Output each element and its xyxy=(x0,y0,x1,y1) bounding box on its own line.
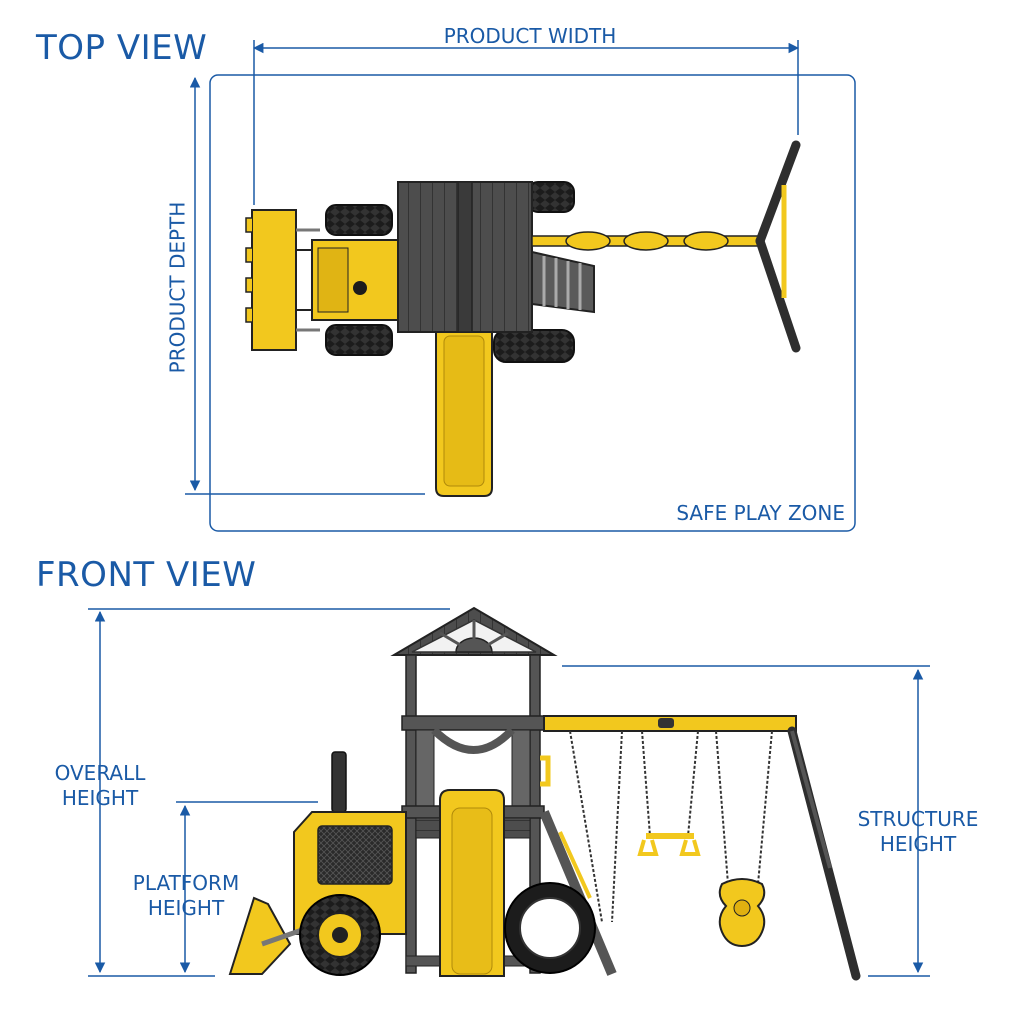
product-depth-label: PRODUCT DEPTH xyxy=(165,201,190,374)
overall-height-label-line2: HEIGHT xyxy=(61,786,139,810)
top-slide xyxy=(435,327,493,497)
overall-height-label-line1: OVERALL xyxy=(54,761,146,785)
front-swing-beam xyxy=(543,715,861,981)
top-wheel-front-lower xyxy=(325,324,393,356)
top-swing-beam xyxy=(531,231,761,251)
front-slide xyxy=(439,789,505,977)
top-ladder xyxy=(531,250,595,314)
structure-height-label-line1: STRUCTURE xyxy=(857,807,979,831)
front-trapeze xyxy=(637,833,701,856)
structure-height-label: STRUCTURE HEIGHT xyxy=(852,807,984,857)
structure-height-label-line2: HEIGHT xyxy=(879,832,957,856)
top-tractor-body xyxy=(311,239,403,321)
top-roof xyxy=(397,181,533,333)
product-width-label: PRODUCT WIDTH xyxy=(443,24,617,48)
top-wheel-rear-upper xyxy=(527,181,575,213)
top-wheel-rear-lower xyxy=(493,329,575,363)
front-glider-swing xyxy=(718,878,766,948)
front-view-title: FRONT VIEW xyxy=(36,555,257,595)
top-view-group xyxy=(185,40,856,532)
top-bulldozer-blade xyxy=(245,209,320,351)
front-view-group xyxy=(88,606,930,981)
front-tractor xyxy=(228,751,407,976)
overall-height-label: OVERALL HEIGHT xyxy=(40,761,160,811)
front-swing-chains xyxy=(569,730,773,923)
front-handle xyxy=(540,755,551,787)
platform-height-label: PLATFORM HEIGHT xyxy=(126,871,246,921)
safe-play-zone-border xyxy=(209,74,856,532)
front-tire xyxy=(504,882,596,974)
platform-height-label-line1: PLATFORM xyxy=(132,871,240,895)
front-tower-roof xyxy=(390,606,558,656)
top-a-frame xyxy=(755,140,801,353)
platform-height-label-line2: HEIGHT xyxy=(147,896,225,920)
safe-play-zone-label: SAFE PLAY ZONE xyxy=(676,501,845,525)
top-wheel-front-upper xyxy=(325,204,393,236)
top-view-title: TOP VIEW xyxy=(36,28,208,68)
